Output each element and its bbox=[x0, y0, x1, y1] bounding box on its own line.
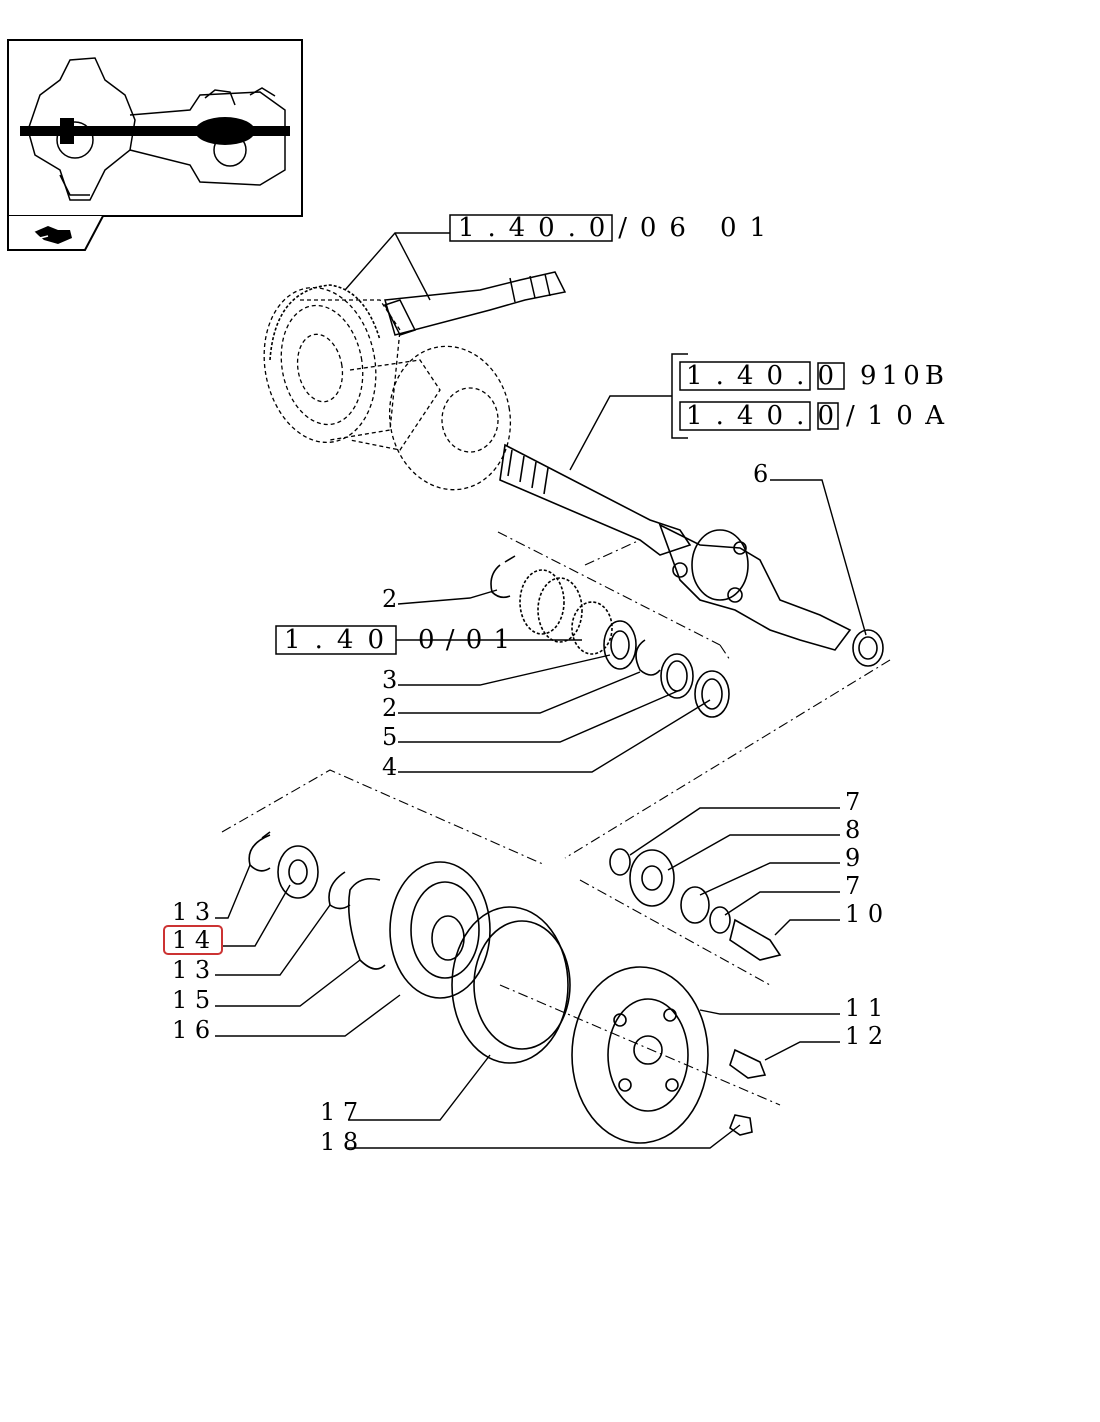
ref-text-B-main: 1.40.0 bbox=[686, 361, 834, 391]
planetary-parts bbox=[248, 831, 782, 1144]
callout-labels: 2 3 2 5 4 6 7 8 9 7 1 0 1 1 1 2 1 3 1 4 … bbox=[172, 460, 883, 1156]
highlight-box-14[interactable] bbox=[163, 925, 223, 955]
callout-8: 8 bbox=[845, 816, 860, 844]
ref-text-left-main: 1 . 4 0 bbox=[284, 625, 384, 655]
callout-18: 1 8 bbox=[320, 1128, 358, 1156]
callout-12: 1 2 bbox=[845, 1022, 883, 1050]
callout-13a: 1 3 bbox=[172, 898, 210, 926]
ref-text-A-main: 1.40.0 bbox=[686, 401, 834, 431]
callout-2b: 2 bbox=[382, 694, 397, 722]
ref-text-top: 1.40.0/06 01 bbox=[458, 213, 770, 243]
callout-2a: 2 bbox=[382, 585, 397, 613]
differential-assembly bbox=[263, 286, 512, 491]
nav-tab[interactable] bbox=[7, 215, 104, 251]
callout-13b: 1 3 bbox=[172, 956, 210, 984]
callout-7b: 7 bbox=[845, 872, 860, 900]
callout-17: 1 7 bbox=[320, 1098, 358, 1126]
shaft-parts bbox=[490, 555, 884, 718]
callout-6: 6 bbox=[753, 460, 768, 488]
callout-16: 1 6 bbox=[172, 1016, 210, 1044]
callout-11: 1 1 bbox=[845, 994, 883, 1022]
callout-15: 1 5 bbox=[172, 986, 210, 1014]
ref-box-B[interactable]: 1.40.0 9 1 0 B bbox=[679, 361, 944, 391]
callout-7a: 7 bbox=[845, 788, 860, 816]
ref-text-B-suffix: 9 1 0 B bbox=[860, 361, 944, 391]
callout-10: 1 0 bbox=[845, 900, 883, 928]
axle-thumbnail bbox=[7, 39, 303, 217]
callout-14: 1 4 bbox=[172, 926, 210, 954]
callout-4: 4 bbox=[382, 753, 397, 781]
ref-box-top[interactable]: 1.40.0/06 01 bbox=[449, 213, 770, 243]
axle-shaft bbox=[499, 443, 852, 651]
ring-gear bbox=[269, 284, 381, 361]
next-page-arrow-icon[interactable] bbox=[33, 226, 72, 244]
ref-text-A-suffix: / 1 0 A bbox=[846, 401, 945, 431]
guide-lines bbox=[221, 531, 891, 1106]
pinion-shaft bbox=[383, 271, 567, 336]
callout-9: 9 bbox=[845, 844, 860, 872]
ref-box-A[interactable]: 1.40.0 / 1 0 A bbox=[679, 401, 945, 431]
callout-5: 5 bbox=[382, 723, 397, 751]
callout-3: 3 bbox=[382, 666, 397, 694]
